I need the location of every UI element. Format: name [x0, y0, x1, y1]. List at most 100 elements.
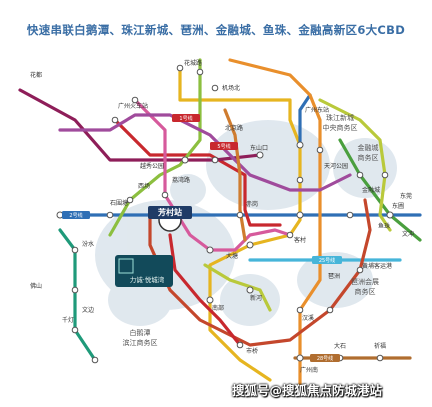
station-label: 荔湾路: [172, 176, 190, 184]
station-label: 金融城: [362, 186, 380, 194]
station-dot: [316, 146, 324, 154]
area-baietan-1: 白鹅潭: [130, 328, 151, 337]
station-dot: [181, 156, 189, 164]
station-dot: [296, 176, 304, 184]
station-label: 市桥: [246, 347, 258, 355]
station-dot: [246, 241, 254, 249]
station-dot: [286, 231, 294, 239]
station-label: 汉溪: [302, 314, 314, 322]
station-label: 赤岗: [246, 201, 258, 208]
stations: [56, 64, 394, 364]
station-dot: [346, 211, 354, 219]
station-dot: [356, 171, 364, 179]
station-label: 花城路: [184, 59, 202, 67]
station-label: 北京路: [225, 124, 243, 132]
badge-line-1: 1号线: [179, 115, 192, 122]
station-dot: [376, 354, 384, 362]
line-13: [338, 138, 422, 242]
station-label: 东山口: [250, 144, 268, 152]
station-label: 大塘: [226, 252, 238, 260]
project-marker[interactable]: 力诚·悦城湾: [115, 255, 173, 287]
station-label: 广州南: [300, 366, 318, 374]
badge-line-5: 5号线: [217, 143, 230, 150]
line-1: [178, 66, 302, 382]
station-dot: [236, 211, 244, 219]
line-sw: [168, 233, 242, 347]
badge-line-25: 25号线: [319, 257, 335, 264]
station-dot: [296, 354, 304, 362]
station-dot: [296, 306, 304, 314]
bubble-pazhou: [297, 252, 373, 308]
station-dot: [206, 296, 214, 304]
line-12: [58, 113, 352, 192]
station-label: 越秀公园: [140, 162, 164, 170]
badge-line-2: 2号线: [69, 212, 82, 219]
station-label: 祈福: [374, 342, 386, 350]
station-dot: [71, 326, 79, 334]
station-label: 天河公园: [324, 162, 348, 170]
station-dot: [91, 356, 99, 364]
station-label: 大石: [334, 342, 346, 350]
station-dot: [131, 96, 139, 104]
area-pazhou-1: 琶洲会展: [351, 277, 379, 286]
station-label: 机场北: [222, 84, 240, 92]
line-2b: [298, 93, 312, 147]
station-label: 新河: [250, 294, 262, 302]
line-22: [223, 108, 247, 242]
station-label: 鱼珠: [378, 222, 390, 230]
area-jinrong-2: 商务区: [358, 153, 379, 162]
station-dot: [326, 306, 334, 314]
area-zhujiang-2: 中央商务区: [323, 123, 358, 132]
station-dot: [296, 211, 304, 219]
hub-label: 芳村站: [158, 207, 182, 217]
station-label: 文冲: [402, 230, 414, 238]
label-west: 佛山: [30, 282, 42, 290]
line-badges: 1号线 5号线 2号线 25号线 28号线: [62, 114, 342, 362]
station-label: 广州东站: [305, 106, 329, 114]
station-dot: [196, 68, 204, 76]
station-label: 千灯: [62, 316, 74, 324]
bubble-south: [220, 274, 280, 326]
station-dot: [296, 141, 304, 149]
station-label: 广州火车站: [118, 102, 148, 110]
area-jinrong-1: 金融城: [358, 143, 379, 152]
station-label: 汾水: [82, 240, 94, 248]
watermark: 搜狐号@搜狐焦点防城港站: [232, 383, 383, 398]
station-dot: [256, 151, 264, 159]
station-dot: [246, 286, 254, 294]
line-10: [203, 263, 272, 312]
station-dot: [111, 116, 119, 124]
station-dot: [126, 196, 134, 204]
station-dot: [211, 84, 219, 92]
label-east: 东莞: [400, 192, 412, 200]
station-dot: [386, 211, 394, 219]
line-6: [18, 88, 262, 162]
hub-station: 芳村站: [148, 206, 192, 232]
headline: 快速串联白鹅潭、珠江新城、琶洲、金融城、鱼珠、金融高新区6大CBD: [26, 23, 406, 37]
area-zhujiang-1: 珠江新城: [326, 113, 354, 122]
area-pazhou-2: 商务区: [355, 287, 376, 296]
area-baietan-2: 滨江商务区: [123, 338, 158, 347]
station-label: 东圃: [392, 202, 404, 210]
station-dot: [176, 64, 184, 72]
station-dot: [106, 211, 114, 219]
badge-line-28: 28号线: [317, 355, 333, 362]
station-dot: [381, 171, 389, 179]
station-label: 石围塘: [110, 199, 128, 207]
bubble-westsmall: [170, 174, 206, 206]
station-label: 客村: [294, 236, 306, 244]
line-18: [318, 98, 392, 232]
station-dot: [71, 286, 79, 294]
station-dot: [356, 266, 364, 274]
station-dot: [161, 191, 169, 199]
project-label: 力诚·悦城湾: [130, 275, 165, 284]
station-dot: [206, 246, 214, 254]
station-label: 西场: [138, 182, 150, 190]
line-9: [108, 58, 202, 237]
line-5: [113, 118, 282, 227]
station-label: 琶洲: [328, 273, 340, 280]
station-dot: [71, 246, 79, 254]
station-dot: [211, 156, 219, 164]
station-label: 文边: [82, 306, 94, 314]
